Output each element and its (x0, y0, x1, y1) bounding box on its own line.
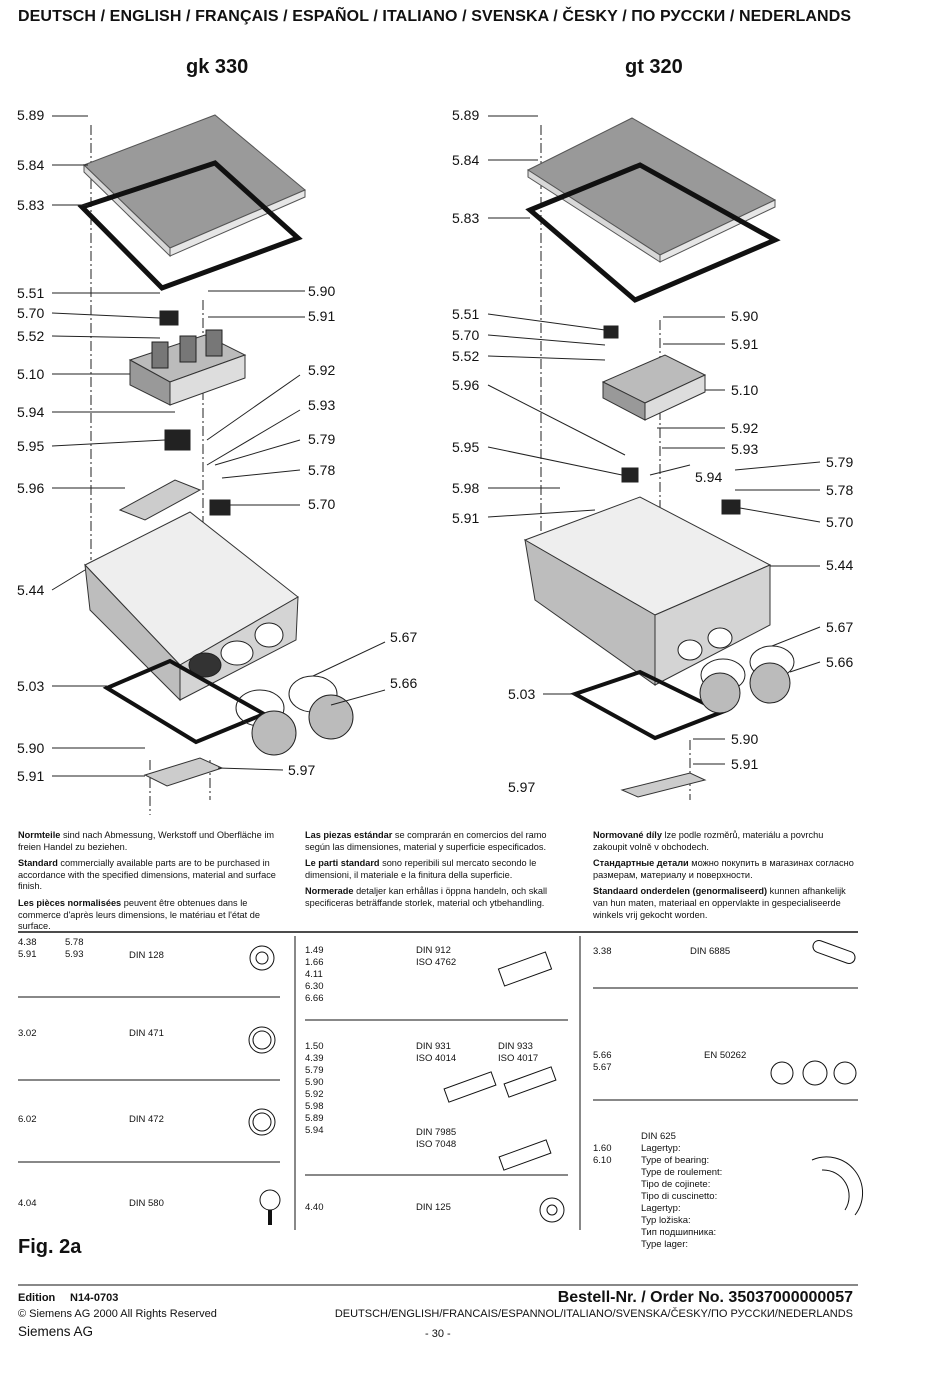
part-label: 5.44 (826, 557, 854, 573)
table-cell: DIN 7985 ISO 7048 (416, 1127, 457, 1150)
language-header: DEUTSCH / ENGLISH / FRANÇAIS / ESPAÑOL /… (18, 8, 852, 25)
part-label: 5.52 (17, 328, 45, 344)
part-label: 5.10 (17, 366, 45, 382)
table-cell: DIN 6885 (690, 946, 731, 957)
part-label: 5.96 (17, 480, 45, 496)
part-label: 5.93 (308, 397, 336, 413)
table-cell: DIN 933 ISO 4017 (498, 1041, 539, 1064)
part-label: 5.91 (452, 510, 480, 526)
table-cell: 4.40 (305, 1202, 324, 1213)
table-cell: DIN 128 (129, 950, 164, 961)
part-label: 5.96 (452, 377, 480, 393)
part-label: 5.83 (452, 210, 480, 226)
table-cell: 1.60 6.10 (593, 1143, 612, 1166)
part-label: 5.89 (452, 107, 480, 123)
part-label: 5.90 (17, 740, 45, 756)
part-label: 5.90 (308, 283, 336, 299)
notes-col-3: Normované díly lze podle rozměrů, materi… (593, 830, 854, 920)
part-label: 5.91 (731, 336, 759, 352)
part-label: 5.70 (826, 514, 854, 530)
part-label: 5.67 (390, 629, 418, 645)
table-cell: DIN 625 (641, 1131, 676, 1142)
bearing-type-labels: Lagertyp: Type of bearing: Type de roule… (641, 1143, 723, 1250)
part-label: 5.70 (17, 305, 45, 321)
model-title-right: gt 320 (625, 56, 683, 78)
part-label: 5.03 (508, 686, 536, 702)
part-label: 5.52 (452, 348, 480, 364)
part-label: 5.79 (308, 431, 336, 447)
table-cell: 1.50 4.39 5.79 5.90 5.92 5.98 5.89 5.94 (305, 1041, 324, 1136)
table-cell: DIN 580 (129, 1198, 164, 1209)
part-label: 5.94 (17, 404, 45, 420)
model-title-left: gk 330 (186, 56, 249, 78)
company-name: Siemens AG (18, 1324, 94, 1339)
table-cell: 3.38 (593, 946, 612, 957)
part-label: 5.91 (731, 756, 759, 772)
copyright: © Siemens AG 2000 All Rights Reserved (18, 1308, 217, 1320)
page-number: - 30 - (425, 1328, 451, 1340)
table-cell: 5.66 5.67 (593, 1050, 612, 1073)
table-cell: 6.02 (18, 1114, 37, 1125)
table-cell: DIN 912 ISO 4762 (416, 945, 457, 968)
order-number: Bestell-Nr. / Order No. 35037000000057 (557, 1289, 853, 1306)
part-label: 5.78 (308, 462, 336, 478)
table-cell: 1.49 1.66 4.11 6.30 6.66 (305, 945, 324, 1004)
part-label: 5.94 (695, 469, 723, 485)
part-label: 5.51 (17, 285, 45, 301)
figure-label: Fig. 2a (18, 1236, 82, 1258)
notes-col-1: Normteile sind nach Abmessung, Werkstoff… (18, 830, 276, 932)
table-cell: 3.02 (18, 1028, 37, 1039)
part-label: 5.89 (17, 107, 45, 123)
part-label: 5.79 (826, 454, 854, 470)
part-label: 5.44 (17, 582, 45, 598)
part-label: 5.03 (17, 678, 45, 694)
part-label: 5.90 (731, 731, 759, 747)
part-label: 5.92 (731, 420, 759, 436)
part-label: 5.70 (308, 496, 336, 512)
part-label: 5.10 (731, 382, 759, 398)
part-label: 5.92 (308, 362, 336, 378)
table-cell: DIN 471 (129, 1028, 164, 1039)
table-cell: 4.04 (18, 1198, 37, 1209)
table-cell: EN 50262 (704, 1050, 747, 1061)
part-label: 5.66 (826, 654, 854, 670)
part-label: 5.95 (17, 438, 45, 454)
table-cell: 4.38 5.91 (18, 937, 37, 960)
part-label: 5.83 (17, 197, 45, 213)
footer-languages: DEUTSCH/ENGLISH/FRANCAIS/ESPANNOL/ITALIA… (334, 1308, 853, 1320)
part-label: 5.95 (452, 439, 480, 455)
notes-col-2: Las piezas estándar se comprarán en come… (305, 830, 548, 908)
table-cell: DIN 931 ISO 4014 (416, 1041, 457, 1064)
part-label: 5.91 (17, 768, 45, 784)
table-cell: DIN 125 (416, 1202, 451, 1213)
part-label: 5.84 (17, 157, 45, 173)
part-label: 5.51 (452, 306, 480, 322)
edition-label: Edition (18, 1292, 56, 1304)
part-label: 5.97 (508, 779, 536, 795)
part-label: 5.98 (452, 480, 480, 496)
edition-number: N14-0703 (70, 1292, 119, 1304)
part-label: 5.78 (826, 482, 854, 498)
table-cell: DIN 472 (129, 1114, 164, 1125)
table-cell: 5.78 5.93 (65, 937, 84, 960)
part-label: 5.97 (288, 762, 316, 778)
part-label: 5.67 (826, 619, 854, 635)
part-label: 5.93 (731, 441, 759, 457)
part-label: 5.66 (390, 675, 418, 691)
part-label: 5.70 (452, 327, 480, 343)
part-label: 5.91 (308, 308, 336, 324)
part-label: 5.84 (452, 152, 480, 168)
part-label: 5.90 (731, 308, 759, 324)
